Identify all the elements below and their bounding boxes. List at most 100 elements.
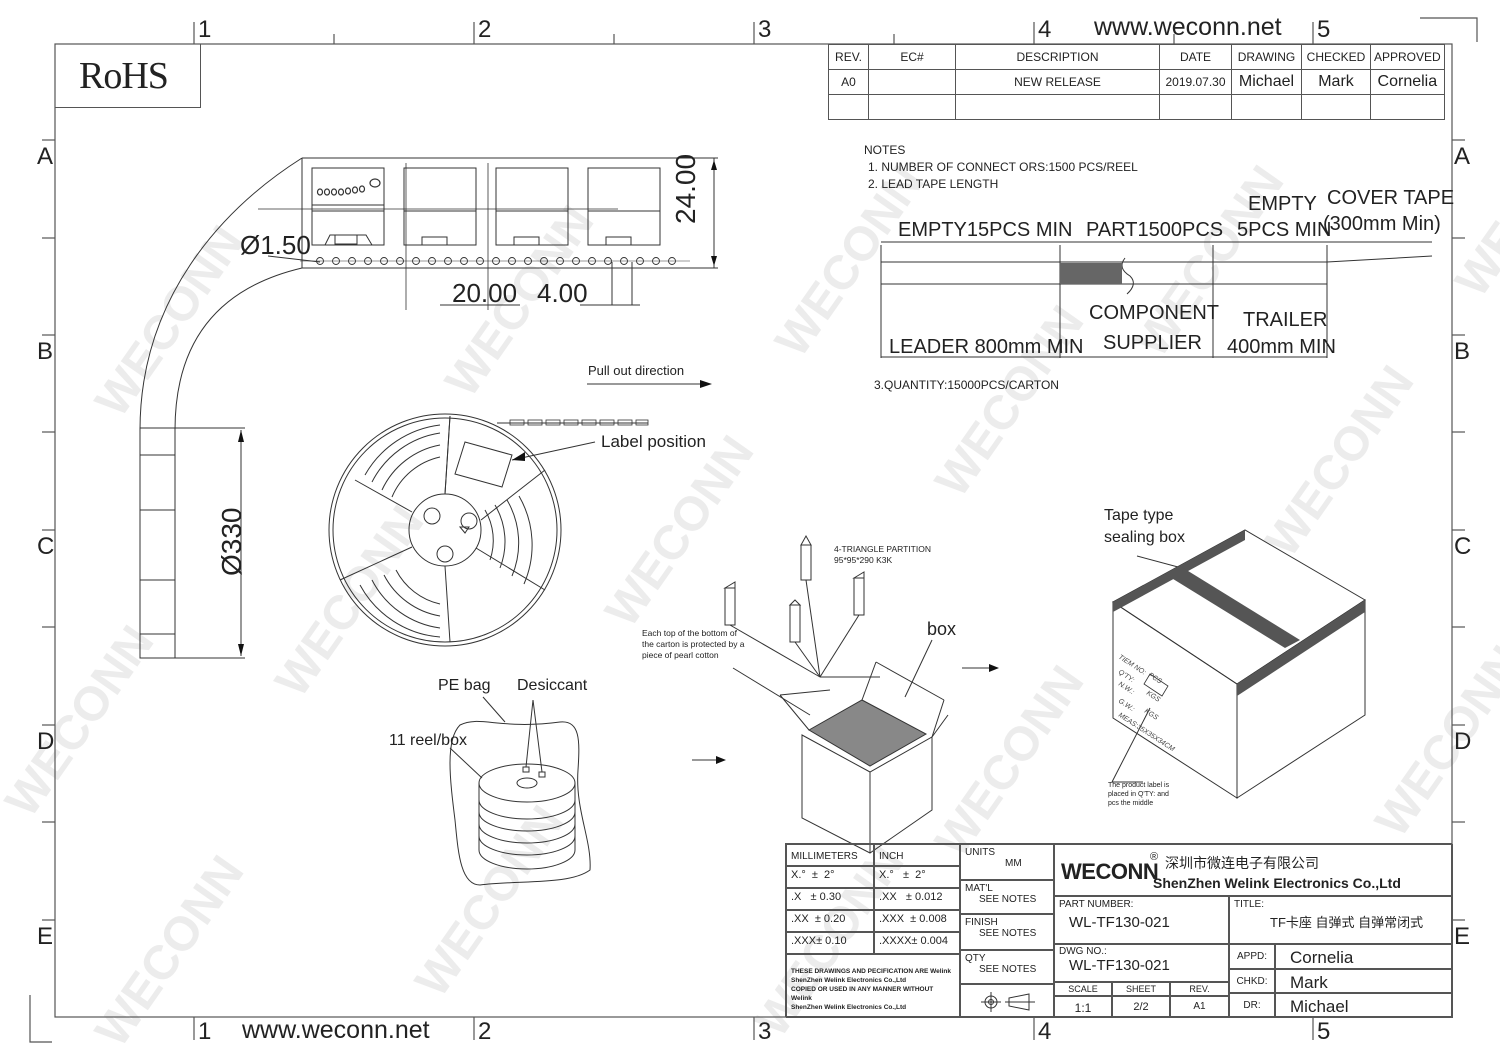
label-leader: LEADER 800mm MIN [889, 336, 1084, 358]
checked-cell: Mark [1301, 69, 1371, 95]
partition-label-line-2: 95*95*290 K3K [834, 555, 893, 565]
pearl-cotton-label: Each top of the bottom of the carton is … [642, 628, 745, 661]
disclaimer-line-2: ShenZhen Welink Electronics Co.,Ltd [791, 977, 907, 984]
ec-header: EC# [868, 44, 956, 70]
svg-text:WECONN: WECONN [596, 427, 765, 637]
product-label-note-1: The product label is [1108, 782, 1170, 789]
dr-label-cell: DR: [1229, 993, 1275, 1018]
dr-value-cell: Michael [1275, 993, 1453, 1018]
row-label-b-right: B [1454, 338, 1471, 365]
chkd-value-cell: Mark [1275, 969, 1453, 993]
appd-label-cell: APPD: [1229, 944, 1275, 969]
empty-cell [828, 94, 869, 120]
label-position-label: Label position [601, 432, 706, 451]
tol-inch-1: .XX ± 0.012 [874, 888, 960, 910]
disclaimer: THESE DRAWINGS AND PECIFICATION ARE Weli… [786, 954, 960, 1018]
svg-text:WECONN: WECONN [926, 297, 1095, 507]
col-label-2-bottom: 2 [478, 1018, 492, 1045]
carrier-tape-drawing [139, 157, 718, 659]
description-header: DESCRIPTION [955, 44, 1160, 70]
empty-cell [1370, 94, 1445, 120]
revision-table: REV. EC# DESCRIPTION DATE DRAWING CHECKE… [828, 44, 1445, 120]
pe-bag-drawing [449, 696, 591, 886]
svg-text:KGS: KGS [1143, 708, 1159, 722]
tol-inch-0: X.° ± 2° [874, 866, 960, 888]
description-cell: NEW RELEASE [955, 69, 1160, 95]
projection-symbol-cell [960, 984, 1054, 1018]
matl-label: MAT'L [965, 883, 993, 894]
col-label-4: 4 [1038, 16, 1052, 43]
scale-value-cell: 1:1 [1054, 996, 1112, 1018]
reels-per-box-label: 11 reel/box [389, 732, 467, 749]
label-component-2: SUPPLIER [1103, 332, 1202, 354]
svg-text:KGS: KGS [1145, 690, 1161, 704]
desiccant-label: Desiccant [517, 677, 588, 694]
row-label-b: B [37, 338, 54, 365]
notes-title: NOTES [864, 143, 906, 157]
note-3: 3.QUANTITY:15000PCS/CARTON [874, 378, 1059, 392]
svg-text:WECONN: WECONN [926, 657, 1095, 867]
label-part: PART1500PCS [1086, 219, 1224, 241]
title-cell: TITLE: TF卡座 自弹式 自弹常闭式 [1229, 896, 1453, 944]
label-trailer-2: 400mm MIN [1227, 336, 1336, 358]
pe-bag-label: PE bag [438, 677, 491, 694]
pearl-cotton-line-1: Each top of the bottom of [642, 628, 737, 638]
sheet-value-cell: 2/2 [1112, 996, 1170, 1018]
product-label-note-3: pcs the middle [1108, 800, 1154, 807]
chkd-label-cell: CHKD: [1229, 969, 1275, 993]
disclaimer-line-1: THESE DRAWINGS AND PECIFICATION ARE Weli… [791, 968, 951, 975]
part-number-label: PART NUMBER: [1059, 899, 1134, 910]
row-label-e-right: E [1454, 923, 1471, 950]
tol-mm-0: X.° ± 2° [786, 866, 874, 888]
label-trailer-1: TRAILER [1243, 309, 1328, 331]
registered-mark: ® [1150, 851, 1159, 863]
empty-cell [955, 94, 1160, 120]
tol-mm-3: .XXX± 0.10 [786, 932, 874, 954]
label-cover-tape-1: COVER TAPE [1327, 187, 1455, 209]
website-link-bottom[interactable]: www.weconn.net [242, 1016, 430, 1044]
empty-cell [1159, 94, 1232, 120]
tol-inch-2: .XXX ± 0.008 [874, 910, 960, 932]
title-value: TF卡座 自弹式 自弹常闭式 [1270, 915, 1424, 930]
date-cell: 2019.07.30 [1159, 69, 1232, 95]
finish-cell: FINISH SEE NOTES [960, 914, 1054, 950]
website-link-top[interactable]: www.weconn.net [1094, 13, 1282, 41]
rev-cell: A0 [828, 69, 869, 95]
product-label-note-2: placed in Q'TY: and [1108, 791, 1169, 798]
sealing-box-title-2: sealing box [1104, 529, 1185, 546]
product-label-note: The product label is placed in Q'TY: and… [1108, 781, 1169, 808]
label-cover-tape-2: (300mm Min) [1323, 213, 1441, 235]
svg-text:WECONN: WECONN [406, 797, 575, 1007]
svg-text:WECONN: WECONN [1366, 637, 1500, 847]
dwg-no-cell: DWG NO.: WL-TF130-021 [1054, 944, 1229, 982]
matl-cell: MAT'L SEE NOTES [960, 880, 1054, 914]
company-name-cn: 深圳市微连电子有限公司 [1165, 855, 1319, 871]
label-empty-leader: EMPTY15PCS MIN [898, 219, 1073, 241]
col-label-5: 5 [1317, 16, 1331, 43]
box-label: box [927, 619, 957, 639]
date-header: DATE [1159, 44, 1232, 70]
approved-cell: Cornelia [1370, 69, 1445, 95]
dim-hole-diameter: Ø1.50 [240, 230, 311, 260]
svg-text:N.W.:: N.W.: [1117, 681, 1135, 696]
note-2: 2. LEAD TAPE LENGTH [868, 177, 999, 191]
dim-hole-pitch: 4.00 [537, 278, 588, 308]
scale-label-cell: SCALE [1054, 982, 1112, 996]
open-box-drawing [692, 534, 995, 854]
svg-text:WECONN: WECONN [1256, 357, 1425, 567]
note-1: 1. NUMBER OF CONNECT ORS:1500 PCS/REEL [868, 160, 1138, 174]
row-label-c-right: C [1454, 533, 1472, 560]
drawing-cell: Michael [1231, 69, 1302, 95]
partition-label-line-1: 4-TRIANGLE PARTITION [834, 544, 931, 554]
sealed-box-drawing [1111, 529, 1366, 799]
units-value: MM [1005, 858, 1022, 869]
empty-cell [1301, 94, 1371, 120]
finish-label: FINISH [965, 917, 998, 928]
col-label-3-bottom: 3 [758, 1018, 772, 1045]
approved-header: APPROVED [1370, 44, 1445, 70]
rohs-badge: RoHS [55, 44, 201, 108]
part-number-cell: PART NUMBER: WL-TF130-021 [1054, 896, 1229, 944]
pearl-cotton-line-2: the carton is protected by a [642, 639, 745, 649]
col-label-4-bottom: 4 [1038, 1018, 1052, 1045]
revision-header-row: REV. EC# DESCRIPTION DATE DRAWING CHECKE… [828, 44, 1445, 70]
